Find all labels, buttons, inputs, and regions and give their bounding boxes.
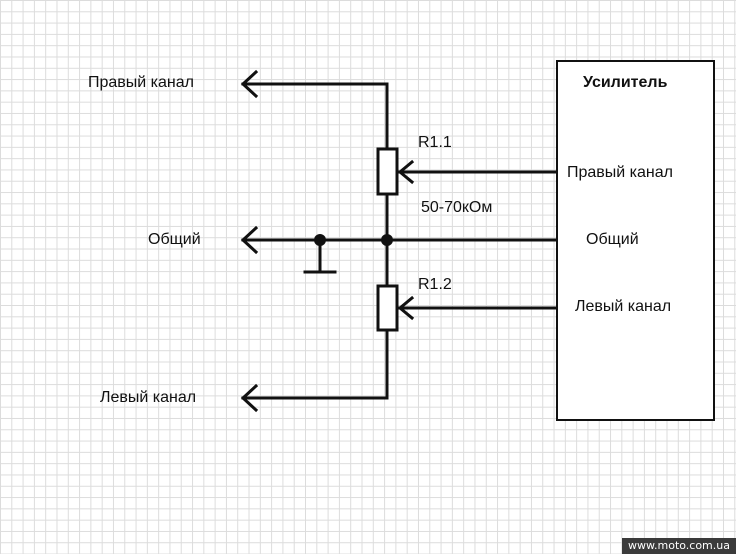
common-arrow-icon <box>240 225 259 255</box>
watermark-text: www.moto.com.ua <box>622 538 736 554</box>
left-left-channel-label: Левый канал <box>100 389 197 406</box>
right-channel-arrow-icon <box>240 69 259 99</box>
junction-dot-center <box>381 234 393 246</box>
amp-left-channel-label: Левый канал <box>575 298 672 315</box>
left-common-label: Общий <box>148 231 201 248</box>
amplifier-box <box>556 60 715 421</box>
r1-2-resistor <box>376 284 399 332</box>
left-channel-arrow-icon <box>240 383 259 413</box>
left-channel-output-wire <box>241 329 389 400</box>
left-right-channel-label: Правый канал <box>88 74 194 91</box>
amplifier-title: Усилитель <box>583 74 668 91</box>
r1-1-wiper-arrow-icon <box>397 159 415 185</box>
junction-dot-ground <box>314 234 326 246</box>
r1-2-label: R1.2 <box>418 276 452 293</box>
r1-1-label: R1.1 <box>418 134 452 151</box>
r1-1-resistor <box>376 147 399 196</box>
right-channel-output-wire <box>241 82 389 150</box>
amp-right-channel-label: Правый канал <box>567 164 673 181</box>
amp-common-label: Общий <box>586 231 639 248</box>
resistance-label: 50-70кОм <box>421 199 493 216</box>
r1-2-wiper-arrow-icon <box>397 295 415 321</box>
